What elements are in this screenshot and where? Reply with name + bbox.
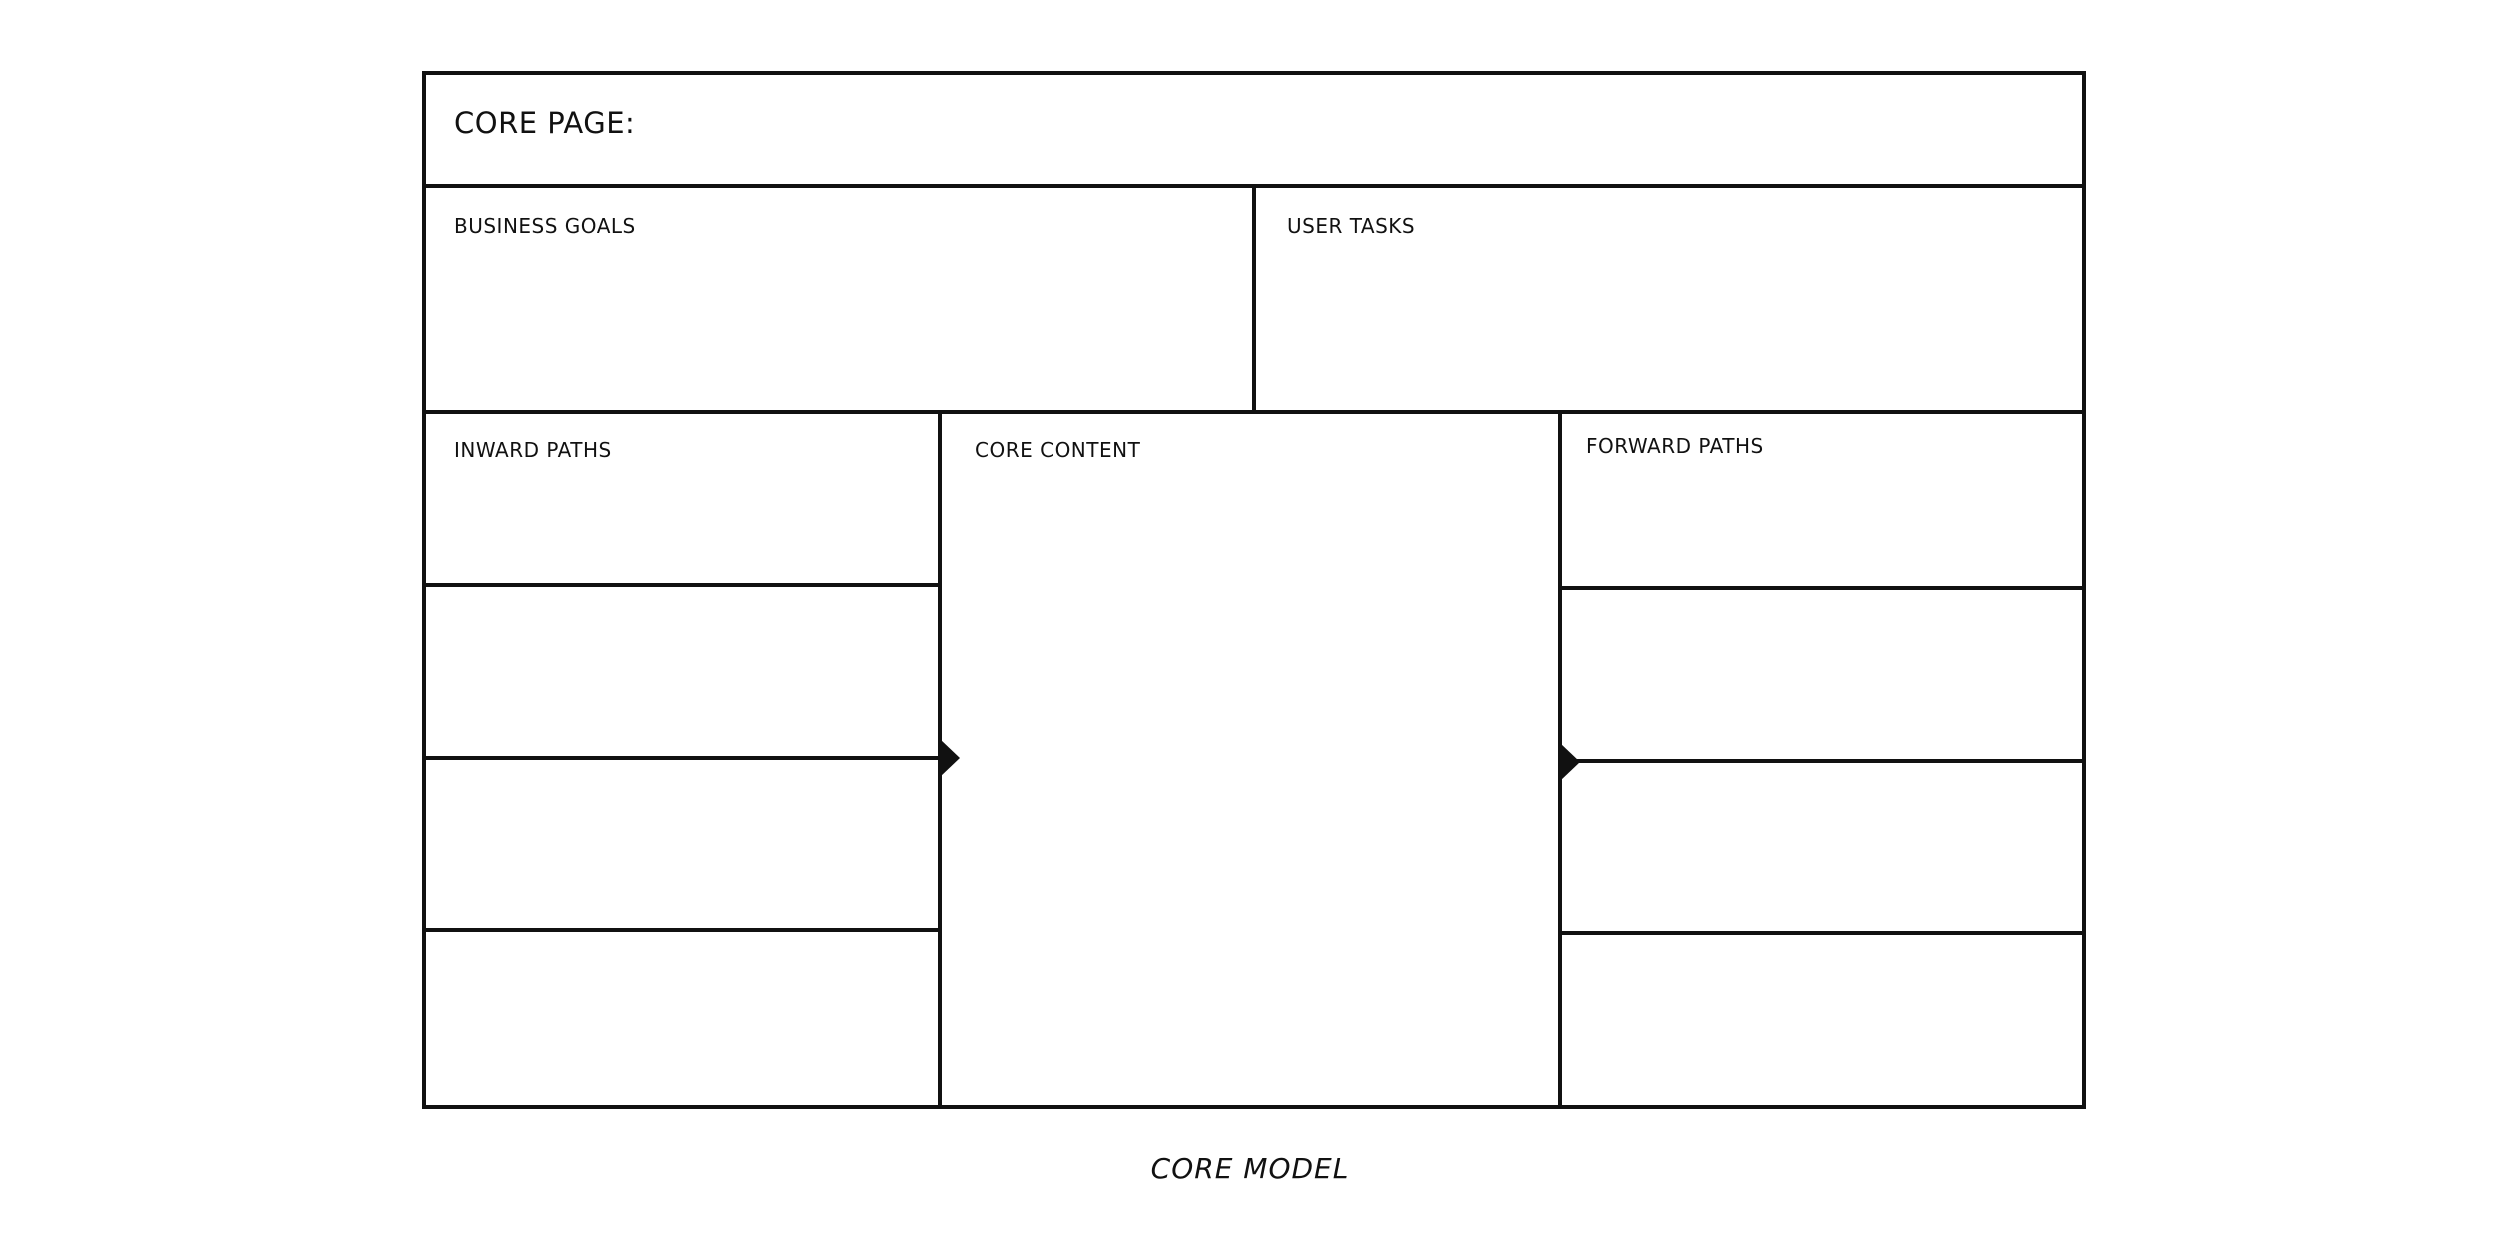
inward-row-divider [422,583,940,587]
business-goals-label: BUSINESS GOALS [454,214,636,238]
inward-arrow-icon [940,739,960,777]
forward-paths-label: FORWARD PATHS [1586,434,1764,458]
forward-row-divider [1560,931,2086,935]
forward-row-divider [1560,586,2086,590]
diagram-caption: CORE MODEL [1150,1152,1350,1185]
inward-row-divider [422,928,940,932]
core-content-label: CORE CONTENT [975,438,1141,462]
goals-tasks-divider [1252,184,1256,414]
inward-paths-label: INWARD PATHS [454,438,612,462]
core-page-title: CORE PAGE: [454,106,636,140]
sections-divider [422,410,2086,414]
user-tasks-label: USER TASKS [1287,214,1416,238]
core-model-frame [422,71,2086,1109]
inward-row-divider [422,756,940,760]
forward-row-divider [1560,759,2086,763]
forward-arrow-icon [1560,743,1580,781]
